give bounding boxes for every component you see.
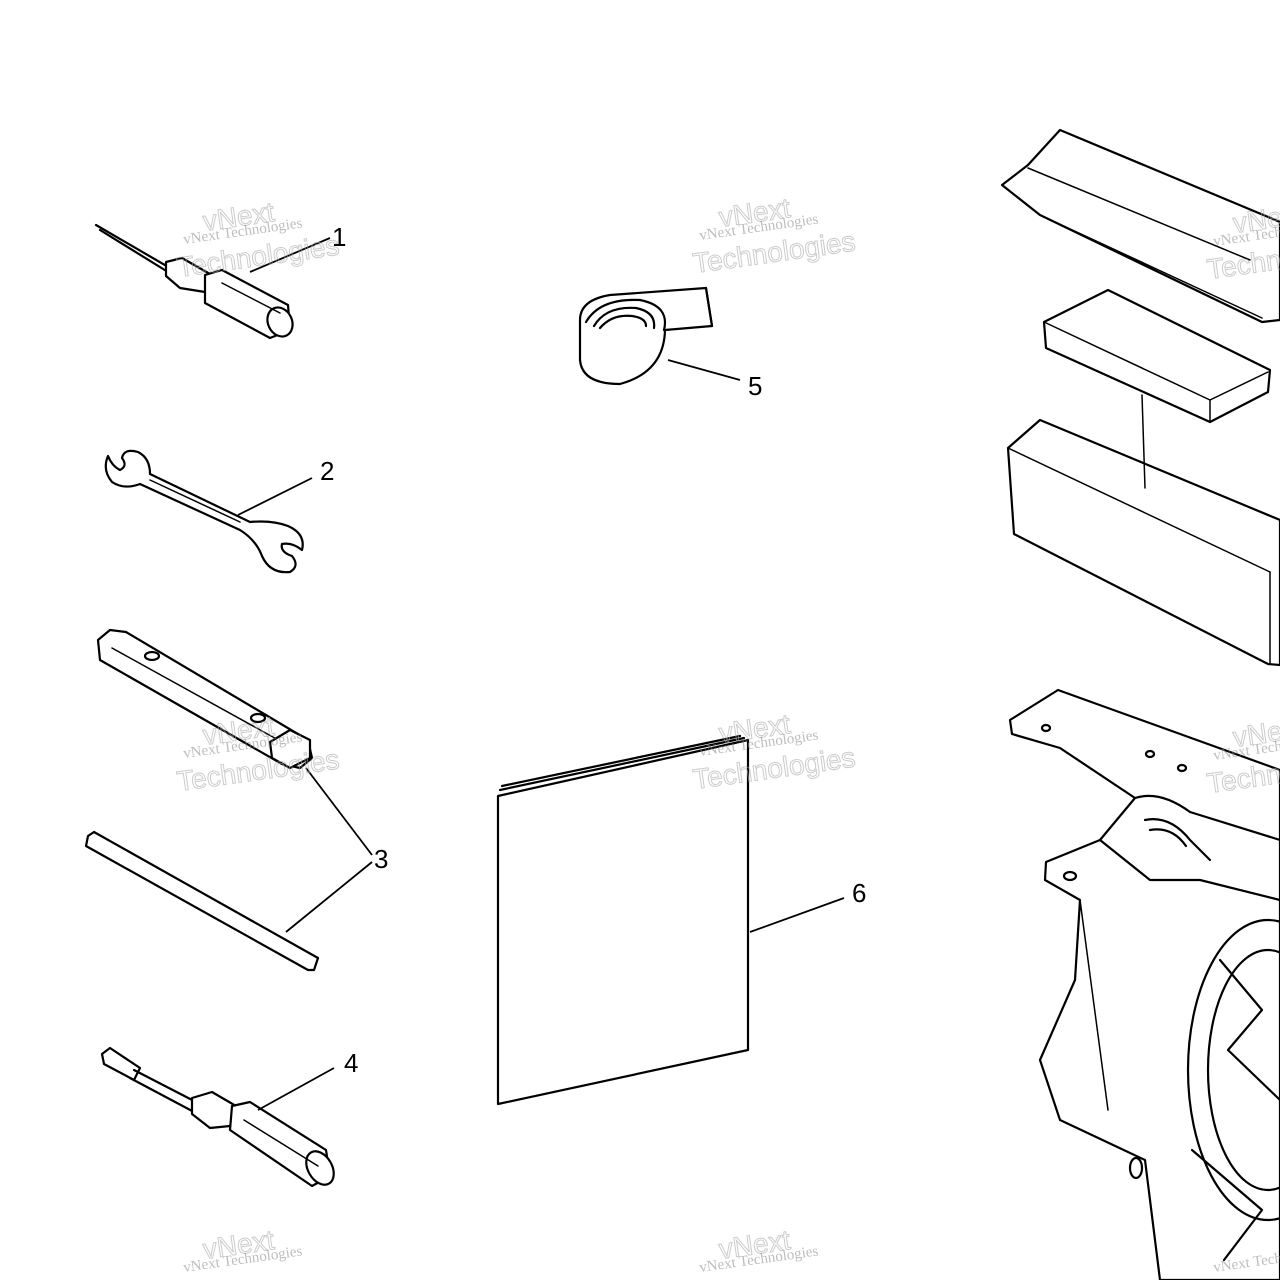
part-5-tape-roll: [578, 286, 741, 386]
callout-1: 1: [332, 222, 346, 252]
watermark-3: vNext vNext Technologies Technologies: [175, 710, 342, 798]
watermark-6: vNext vNext Technologies Technologies: [1205, 712, 1280, 800]
air-box-assembly: [1000, 128, 1280, 1280]
callout-4: 4: [344, 1048, 358, 1078]
part-6-owners-manual: [496, 734, 845, 1106]
callout-6: 6: [852, 878, 866, 908]
watermark-2: vNext vNext Technologies Technologies: [691, 192, 858, 280]
callout-3: 3: [374, 844, 388, 874]
callout-2: 2: [320, 456, 334, 486]
watermark-4: vNext vNext Technologies Technologies: [691, 708, 858, 796]
watermark-1: vNext vNext Technologies Technologies: [175, 196, 342, 284]
part-3-socket-wrench-and-bar: [84, 628, 373, 972]
part-4-screwdriver: [100, 1046, 335, 1188]
part-2-wrench: [104, 449, 313, 574]
part-1-screwdriver: [94, 223, 331, 340]
callout-5: 5: [748, 371, 762, 401]
watermark-7: vNext vNext Technologies: [182, 1224, 303, 1276]
watermark-8: vNext vNext Technologies: [698, 1224, 819, 1276]
